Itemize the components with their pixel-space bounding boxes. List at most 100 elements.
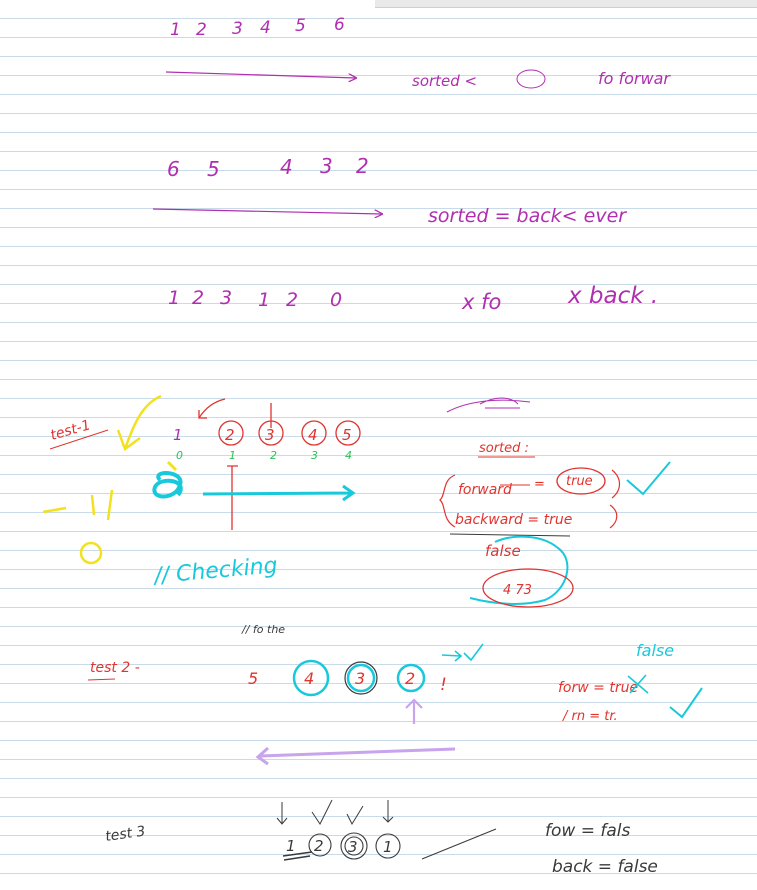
cyan-scribble <box>152 471 183 499</box>
case3-note1: x fo <box>461 290 501 314</box>
test1-indices: 0 1 2 3 4 <box>176 449 352 462</box>
test2-second-line: / rn = tr. <box>562 709 618 724</box>
case3-digit-2: 2 <box>192 287 204 309</box>
test1-number-1: 1 <box>173 426 183 444</box>
test1-forward-value: true <box>566 474 593 489</box>
test2-circle-2 <box>396 663 426 693</box>
test1-number-2: 2 <box>225 426 235 444</box>
test2-number-5: 5 <box>248 669 258 688</box>
test2-numbers: 5 4 3 2 <box>248 659 426 697</box>
test2-circle-3-outer <box>344 661 378 695</box>
test1-index-0: 0 <box>176 449 183 462</box>
case1-digits: 1 2 3 4 5 6 <box>170 15 345 40</box>
case3-digit-5: 2 <box>286 289 298 311</box>
test1-index-2: 2 <box>270 449 277 462</box>
test1-underline <box>49 429 109 450</box>
test1-backward-label: backward = true <box>455 512 572 528</box>
test1-oval <box>482 568 574 608</box>
down-arrow-1 <box>276 802 288 825</box>
case3-digit-4: 1 <box>258 289 270 311</box>
case3-digit-1: 1 <box>168 287 180 309</box>
case1-note: sorted < <box>412 72 477 90</box>
test2-number-3: 3 <box>355 669 365 688</box>
divider-line <box>449 533 571 537</box>
test3-circle-3-outer <box>340 832 368 860</box>
test1-forward-label: forward <box>458 482 512 498</box>
test2-number-2: 2 <box>405 669 415 688</box>
test3-label: test 3 <box>104 824 146 845</box>
yellow-circle <box>79 541 103 565</box>
test1-numbers: 1 2 3 4 5 <box>173 403 361 446</box>
test1-index-3: 3 <box>311 449 318 462</box>
test2-underline <box>87 678 116 681</box>
test3-line1: fow = fals <box>545 821 630 841</box>
check-mark-2 <box>346 805 364 826</box>
window-top-bar <box>375 0 757 8</box>
right-brace-top <box>611 469 621 499</box>
cyan-arrow <box>202 484 356 502</box>
test1-false-label: false <box>485 542 521 560</box>
test2-comment: // fo the <box>241 623 285 636</box>
test1-sorted-label: sorted : <box>479 441 529 456</box>
lavender-up-arrow <box>405 698 423 724</box>
test1-pointer <box>227 465 238 530</box>
test3-arrows <box>276 799 394 826</box>
case3-note2: x back . <box>567 283 658 309</box>
test2-false-word: false <box>636 641 674 660</box>
test1-number-4: 4 <box>308 426 318 444</box>
test3-circle-3 <box>344 836 364 856</box>
case1-note2: fo forwar <box>598 69 671 88</box>
test1-number-5: 5 <box>342 426 352 444</box>
right-brace-bottom <box>609 504 618 529</box>
case3-digit-3: 3 <box>220 287 232 309</box>
test2-arrow-check <box>441 643 484 662</box>
case1-digit-3: 3 <box>232 19 243 39</box>
test1-index-1: 1 <box>229 449 236 462</box>
test2-forw-text: forw = true <box>558 680 638 696</box>
test1-number-3: 3 <box>265 426 275 444</box>
test3-strike <box>282 851 313 861</box>
test1-circle-5 <box>335 420 361 446</box>
case3-digits: 1 2 3 1 2 0 <box>168 287 342 311</box>
cyan-check-1 <box>626 461 671 496</box>
test2-number-4: 4 <box>304 669 314 688</box>
test2-label: test 2 - <box>90 660 140 676</box>
case2-digits: 6 5 4 3 2 <box>167 154 369 181</box>
test2-circle-3 <box>346 663 376 693</box>
case2-arrow <box>152 208 382 214</box>
test3-line2: back = false <box>552 857 658 877</box>
check-mark-1 <box>311 799 333 825</box>
test1-oval-text: 4 73 <box>503 583 532 598</box>
case2-digit-3: 3 <box>320 154 333 178</box>
cyan-loop <box>469 535 569 605</box>
test3-number-3: 3 <box>348 838 358 856</box>
case1-digit-1: 1 <box>170 20 181 40</box>
test1-circle-4 <box>301 420 327 446</box>
case1-scribble <box>516 69 546 89</box>
down-arrow-2 <box>382 800 394 823</box>
test1-checking: // Checking <box>151 553 278 589</box>
test3-circle-1 <box>375 833 401 859</box>
case1-digit-2: 2 <box>196 20 207 40</box>
test1-label: test-1 <box>49 417 93 444</box>
case1-digit-6: 6 <box>334 15 345 35</box>
test2-circle-4 <box>292 659 330 697</box>
cyan-x <box>627 674 649 694</box>
purple-scribble <box>446 397 531 413</box>
test1-circle-2 <box>218 420 244 446</box>
test3-number-1: 1 <box>286 837 296 855</box>
yellow-dashes <box>42 489 114 521</box>
case1-arrow <box>165 71 356 78</box>
test1-index-4: 4 <box>345 449 352 462</box>
case1-digit-4: 4 <box>260 18 271 38</box>
case3-digit-6: 0 <box>330 289 342 311</box>
test3-numbers: 1 2 3 1 <box>286 832 401 860</box>
case2-digit-4: 4 <box>280 155 293 179</box>
test2-exclaim: ! <box>440 675 447 695</box>
test3-slash <box>421 828 497 860</box>
case2-digit-2: 2 <box>356 154 369 178</box>
test3-number-2: 2 <box>314 837 324 855</box>
equals-sign: = <box>534 477 545 492</box>
